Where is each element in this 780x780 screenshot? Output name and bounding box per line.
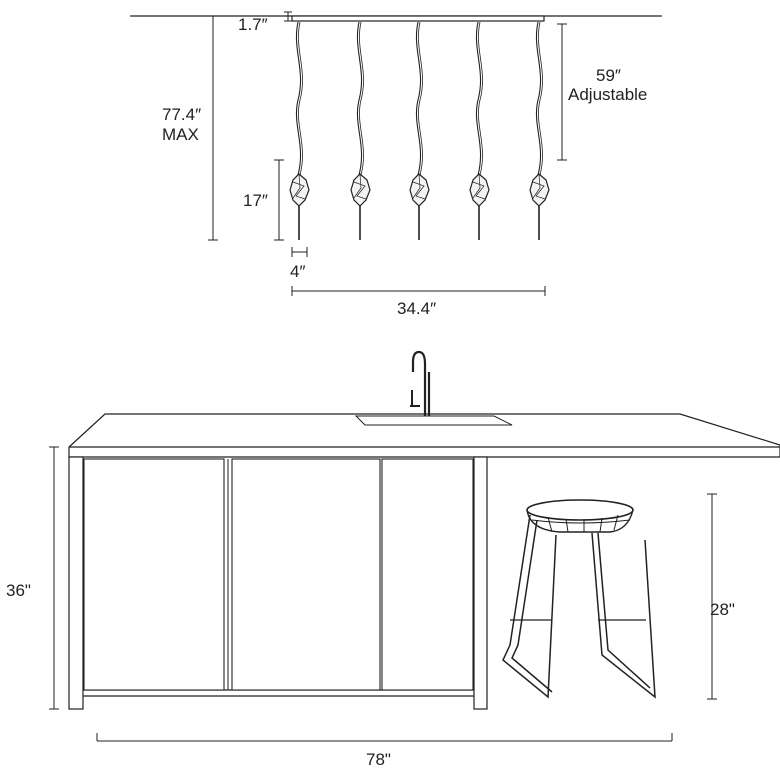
- island-dimensions: 36" 28" 78": [6, 446, 735, 769]
- pendant-5: [529, 21, 550, 240]
- counter-height-label: 36": [6, 581, 31, 600]
- cabinet-base: [68, 456, 488, 710]
- overall-height-dimension: [208, 16, 218, 241]
- stool-height-dimension: [707, 493, 717, 700]
- pendant-1: [289, 21, 310, 240]
- pendant-height-label: 17″: [243, 191, 268, 210]
- pendant-4: [469, 21, 490, 240]
- cable-length-note: Adjustable: [568, 85, 647, 104]
- canopy-height-label: 1.7″: [238, 15, 268, 34]
- overall-height-value: 77.4″: [162, 105, 201, 124]
- canopy-dimension: [284, 11, 292, 22]
- island-length-dimension: [96, 733, 673, 742]
- pendant-3: [409, 21, 430, 240]
- cable-length-value: 59″: [596, 66, 621, 85]
- cabinet-door-2: [231, 458, 381, 691]
- pendant-height-dimension: [274, 159, 284, 241]
- sink: [354, 415, 513, 426]
- kitchen-island-drawing: [68, 350, 780, 710]
- pendant-drawing: [130, 15, 662, 240]
- stool-height-label: 28": [710, 600, 735, 619]
- overall-width-label: 34.4″: [397, 299, 436, 318]
- overall-width-dimension: [291, 286, 546, 296]
- pendant-width-dimension: [291, 247, 308, 257]
- counter-height-dimension: [49, 446, 59, 710]
- pendant-width-label: 4″: [290, 262, 305, 281]
- pendant-dimensions: 1.7″ 77.4″ MAX 17″ 59″ Adjustable 4: [162, 11, 647, 318]
- canopy: [291, 15, 545, 22]
- overall-height-note: MAX: [162, 125, 199, 144]
- cabinet-door-3: [381, 458, 474, 691]
- cabinet-door-1: [83, 458, 225, 691]
- bar-stool: [502, 499, 656, 699]
- island-length-label: 78": [366, 750, 391, 769]
- cable-length-dimension: [557, 23, 567, 161]
- faucet: [410, 350, 431, 416]
- pendant-2: [350, 21, 371, 240]
